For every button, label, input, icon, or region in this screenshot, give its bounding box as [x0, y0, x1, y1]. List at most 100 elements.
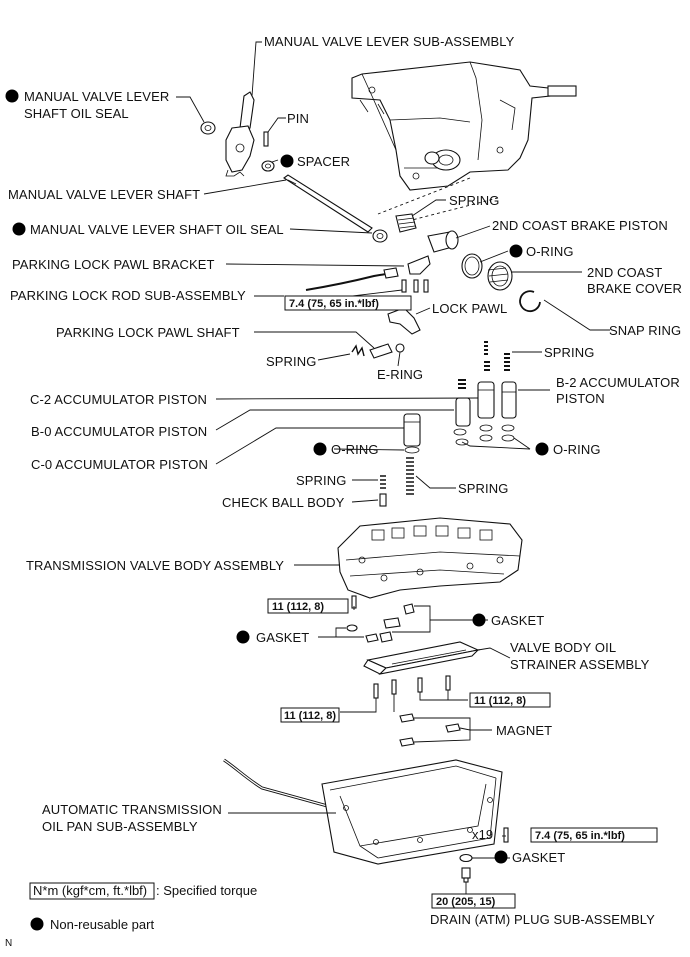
label-magnet: MAGNET	[496, 723, 552, 738]
magnets-illustration	[399, 713, 461, 747]
corner-mark: N	[5, 938, 12, 949]
torque-box-oil-pan-frame	[530, 827, 658, 843]
e-ring-illustration	[395, 343, 405, 353]
lock-pawl-illustration	[387, 307, 421, 335]
b0-accumulator-piston-illustration	[455, 397, 471, 427]
oil-pan-illustration	[321, 759, 503, 865]
label-strainer-line2: STRAINER ASSEMBLY	[510, 657, 650, 672]
label-pin: PIN	[287, 111, 309, 126]
label-c2-accumulator-piston: C-2 ACCUMULATOR PISTON	[30, 392, 207, 407]
nonreusable-dot-spacer	[280, 154, 294, 168]
label-lock-pawl: LOCK PAWL	[432, 301, 507, 316]
label-snap-ring: SNAP RING	[609, 323, 681, 338]
nonreusable-markers	[5, 89, 549, 931]
legend-torque-desc: : Specified torque	[156, 883, 257, 898]
label-2nd-coast-brake-piston: 2ND COAST BRAKE PISTON	[492, 218, 668, 233]
coast-o-ring-illustration	[461, 253, 483, 279]
label-oil-pan-line1: AUTOMATIC TRANSMISSION	[42, 802, 222, 817]
label-oil-pan-line2: OIL PAN SUB-ASSEMBLY	[42, 819, 198, 834]
label-b2-accumulator-line2: PISTON	[556, 391, 605, 406]
legend: N*m (kgf*cm, ft.*lbf) : Specified torque…	[29, 882, 257, 932]
legend-dot	[30, 917, 44, 931]
part-labels: MANUAL VALVE LEVER SUB-ASSEMBLY MANUAL V…	[8, 34, 682, 927]
valve-body-illustration	[337, 517, 523, 599]
label-e-ring: E-RING	[377, 367, 423, 382]
pawl-shaft-illustration	[369, 343, 393, 359]
drain-plug-illustration	[461, 867, 471, 883]
spacer-illustration	[261, 160, 275, 172]
torque-oil-pan: 7.4 (75, 65 in.*lbf)	[535, 830, 625, 842]
torque-boxes: 7.4 (75, 65 in.*lbf) 11 (112, 8) 11 (112…	[267, 295, 658, 909]
label-2nd-coast-brake-cover-line1: 2ND COAST	[587, 265, 662, 280]
strainer-bolts-illustration	[373, 675, 451, 699]
label-transmission-valve-body: TRANSMISSION VALVE BODY ASSEMBLY	[26, 558, 284, 573]
label-spring-accum-top: SPRING	[544, 345, 594, 360]
label-spring-pawl: SPRING	[266, 354, 316, 369]
nonreusable-dot-gasket-right	[472, 613, 486, 627]
b2-accumulator-piston-illustration	[501, 381, 517, 419]
torque-parking-bracket: 7.4 (75, 65 in.*lbf)	[289, 298, 379, 310]
nonreusable-dot-o-ring-left	[313, 442, 327, 456]
manual-valve-lever-shaft-illustration	[283, 174, 373, 233]
label-c0-accumulator-piston: C-0 ACCUMULATOR PISTON	[31, 457, 208, 472]
small-gaskets-illustration	[346, 603, 415, 643]
torque-box-drain-plug-frame	[431, 893, 516, 909]
label-oil-seal-1-line2: SHAFT OIL SEAL	[24, 106, 129, 121]
label-b0-accumulator-piston: B-0 ACCUMULATOR PISTON	[31, 424, 207, 439]
drain-gasket-illustration	[459, 853, 473, 863]
torque-valve-body: 11 (112, 8)	[272, 601, 324, 613]
oil-level-tube-illustration	[223, 758, 343, 812]
torque-box-strainer-right-frame	[469, 692, 551, 708]
oil-pan-bolt-illustration	[503, 827, 509, 843]
label-manual-valve-lever-shaft: MANUAL VALVE LEVER SHAFT	[8, 187, 200, 202]
label-bolt-count: x19	[472, 827, 493, 842]
legend-torque-box	[29, 882, 155, 900]
label-spring-accum-bottom: SPRING	[458, 481, 508, 496]
label-b2-accumulator-line1: B-2 ACCUMULATOR	[556, 375, 680, 390]
oil-seal-upper-illustration	[200, 121, 216, 135]
torque-box-valve-body-frame	[267, 598, 349, 614]
label-gasket-left: GASKET	[256, 630, 309, 645]
torque-strainer-right: 11 (112, 8)	[474, 695, 526, 707]
label-oil-seal-2: MANUAL VALVE LEVER SHAFT OIL SEAL	[30, 222, 284, 237]
torque-box-parking-bracket-frame	[284, 295, 412, 311]
legend-nonreusable: Non-reusable part	[50, 917, 154, 932]
parking-lock-rod-illustration	[305, 267, 399, 291]
label-spring-top: SPRING	[449, 193, 499, 208]
parking-lock-bracket-illustration	[407, 255, 431, 275]
coast-spring-illustration	[395, 213, 417, 233]
oil-seal-lower-illustration	[372, 229, 388, 243]
label-oil-seal-1-line1: MANUAL VALVE LEVER	[24, 89, 169, 104]
torque-box-strainer-left-frame	[280, 707, 340, 723]
nonreusable-dot-oil-seal-1	[5, 89, 19, 103]
accumulator-springs-top-illustration	[458, 341, 510, 389]
coast-piston-illustration	[427, 230, 459, 253]
c2-accumulator-piston-illustration	[477, 381, 495, 419]
accumulator-springs-bottom-illustration	[380, 457, 414, 495]
label-gasket-right: GASKET	[491, 613, 544, 628]
bracket-bolts-illustration	[401, 279, 429, 293]
label-o-ring-left: O-RING	[331, 442, 379, 457]
label-parking-lock-pawl-shaft: PARKING LOCK PAWL SHAFT	[56, 325, 240, 340]
label-drain-plug: DRAIN (ATM) PLUG SUB-ASSEMBLY	[430, 912, 655, 927]
c0-accumulator-piston-illustration	[403, 413, 421, 447]
label-check-ball-body: CHECK BALL BODY	[222, 495, 345, 510]
check-ball-body-illustration	[379, 493, 387, 507]
label-gasket-drain: GASKET	[512, 850, 565, 865]
nonreusable-dot-gasket-drain	[494, 850, 508, 864]
legend-torque-unit: N*m (kgf*cm, ft.*lbf)	[33, 883, 147, 898]
nonreusable-dot-oil-seal-2	[12, 222, 26, 236]
label-o-ring-top: O-RING	[526, 244, 574, 259]
manual-valve-lever-illustration	[225, 91, 255, 177]
strainer-illustration	[363, 641, 480, 675]
torque-drain-plug: 20 (205, 15)	[436, 896, 496, 908]
label-spacer: SPACER	[297, 154, 350, 169]
label-strainer-line1: VALVE BODY OIL	[510, 640, 616, 655]
label-parking-lock-pawl-bracket: PARKING LOCK PAWL BRACKET	[12, 257, 215, 272]
coast-cover-illustration	[487, 261, 513, 291]
accumulator-o-rings-illustration	[404, 424, 515, 454]
nonreusable-dot-o-ring-right	[535, 442, 549, 456]
label-2nd-coast-brake-cover-line2: BRAKE COVER	[587, 281, 682, 296]
